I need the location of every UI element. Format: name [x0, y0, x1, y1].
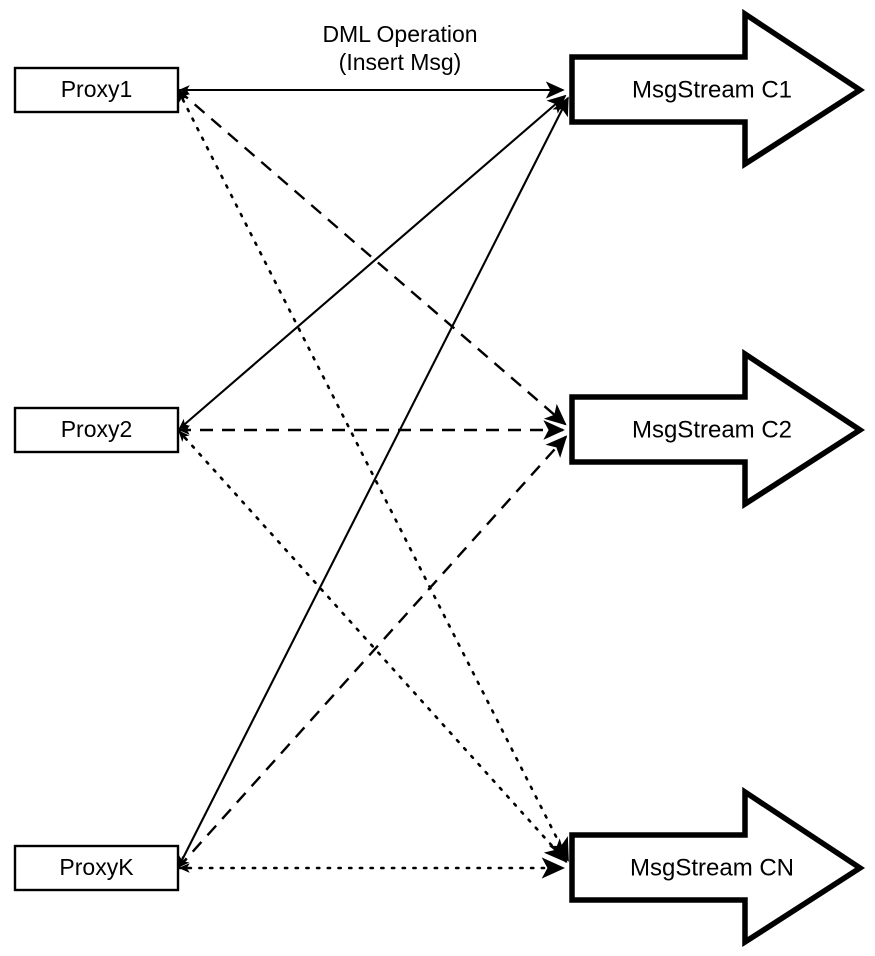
proxy-box-proxyk[interactable]: [13, 844, 180, 892]
msgstream-node-stream_c1[interactable]: MsgStream C1: [569, 8, 866, 170]
dml-operation-label: DML Operation (Insert Msg): [322, 21, 477, 75]
proxy-node-proxy2[interactable]: Proxy2: [13, 406, 180, 454]
msgstream-label-stream_c2: MsgStream C2: [632, 416, 792, 443]
edge-proxy2-to-c1: [177, 94, 567, 431]
msgstream-node-stream_cn[interactable]: MsgStream CN: [569, 786, 866, 948]
dml-operation-label-line2: (Insert Msg): [339, 49, 462, 75]
edge-tail-arrow-proxy2-to-cn: [178, 430, 190, 442]
edge-proxy2-to-cn: [176, 428, 568, 863]
edge-proxyk-to-c1: [177, 96, 569, 869]
proxy-label-proxyk: ProxyK: [59, 854, 134, 880]
proxy-label-proxy2: Proxy2: [61, 416, 133, 442]
edge-proxy1-to-c2: [177, 89, 567, 426]
proxy-node-proxyk[interactable]: ProxyK: [13, 844, 180, 892]
edge-proxy1-to-cn: [176, 88, 570, 862]
msgstream-arrow-shape-stream_cn[interactable]: [569, 786, 866, 948]
edges-layer: [176, 81, 570, 879]
msgstream-arrow-shape-stream_c2[interactable]: [569, 348, 866, 510]
proxy-label-proxy1: Proxy1: [61, 76, 133, 102]
msgstream-arrow-shape-stream_c1[interactable]: [569, 8, 866, 170]
msgstream-label-stream_c1: MsgStream C1: [632, 76, 792, 103]
msgstream-label-stream_cn: MsgStream CN: [630, 854, 794, 881]
edge-proxyk-to-c2: [177, 435, 568, 869]
dml-operation-label-line1: DML Operation: [322, 21, 477, 47]
proxy-node-proxy1[interactable]: Proxy1: [13, 66, 180, 114]
edge-tail-arrow-proxy2-to-c1: [178, 418, 191, 430]
msgstream-nodes-layer: MsgStream C1 MsgStream C2 MsgStream CN: [569, 8, 866, 948]
proxy-box-proxy2[interactable]: [13, 406, 180, 454]
proxy-box-proxy1[interactable]: [13, 66, 180, 114]
msgstream-node-stream_c2[interactable]: MsgStream C2: [569, 348, 866, 510]
edge-tail-arrow-proxy1-to-cn: [177, 90, 188, 103]
